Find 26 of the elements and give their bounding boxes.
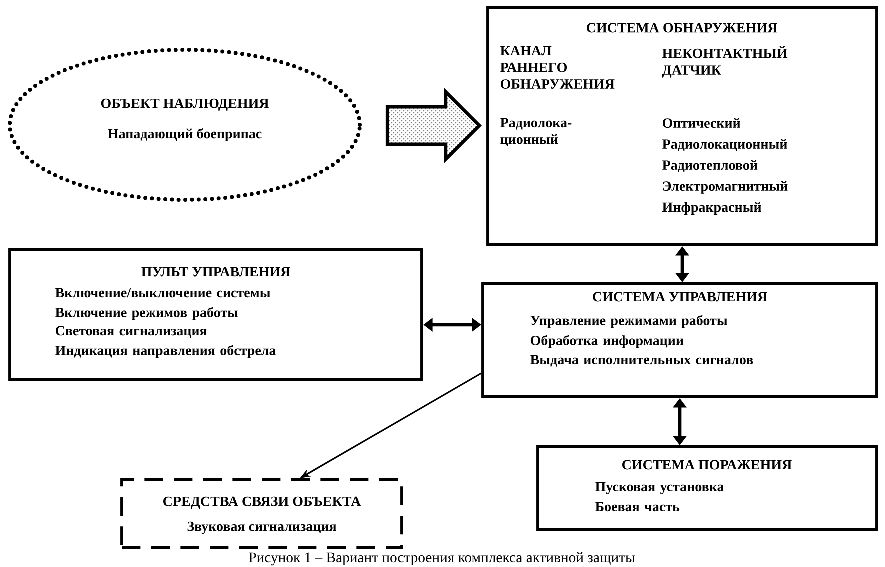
node-title: ОБЪЕКТ НАБЛЮДЕНИЯ xyxy=(101,98,270,112)
node-title: СРЕДСТВА СВЯЗИ ОБЪЕКТА xyxy=(164,496,362,510)
node-text: Выдача исполнительных сигналов xyxy=(530,355,754,367)
node-text: Звуковая сигнализация xyxy=(188,522,336,534)
node-title: СИСТЕМА ОБНАРУЖЕНИЯ xyxy=(587,23,778,33)
node-text: Инфракрасный xyxy=(662,202,762,215)
node-text: Электромагнитный xyxy=(663,181,788,194)
node-text: Радиотепловой xyxy=(662,160,758,172)
node-text: Обработка информации xyxy=(530,335,684,348)
node-text: Нападающий боеприпас xyxy=(108,128,262,142)
node-text: Включение/выключение системы xyxy=(56,288,270,298)
node-text: Радиолока- ционный xyxy=(500,118,572,147)
node-text: Оптический xyxy=(662,118,740,128)
node-text: Включение режимов работы xyxy=(56,307,238,320)
node-text: Боевая часть xyxy=(596,502,680,512)
node-text: НЕКОНТАКТНЫЙ ДАТЧИК xyxy=(662,46,788,78)
node-text: Индикация направления обстрела xyxy=(56,345,276,358)
node-title: ПУЛЬТ УПРАВЛЕНИЯ xyxy=(142,267,290,277)
node-text: Управление режимами работы xyxy=(530,315,728,328)
node-text: Световая сигнализация xyxy=(56,326,207,338)
caption: Рисунок 1 – Вариант построения комплекса активной защиты xyxy=(249,552,635,566)
node-title: СИСТЕМА ПОРАЖЕНИЯ xyxy=(622,460,792,470)
node-text: КАНАЛ РАННЕГО ОБНАРУЖЕНИЯ xyxy=(500,46,615,89)
node-title: СИСТЕМА УПРАВЛЕНИЯ xyxy=(593,292,768,302)
node-text: Радиолокационный xyxy=(662,139,788,152)
node-text: Пусковая установка xyxy=(596,482,724,494)
